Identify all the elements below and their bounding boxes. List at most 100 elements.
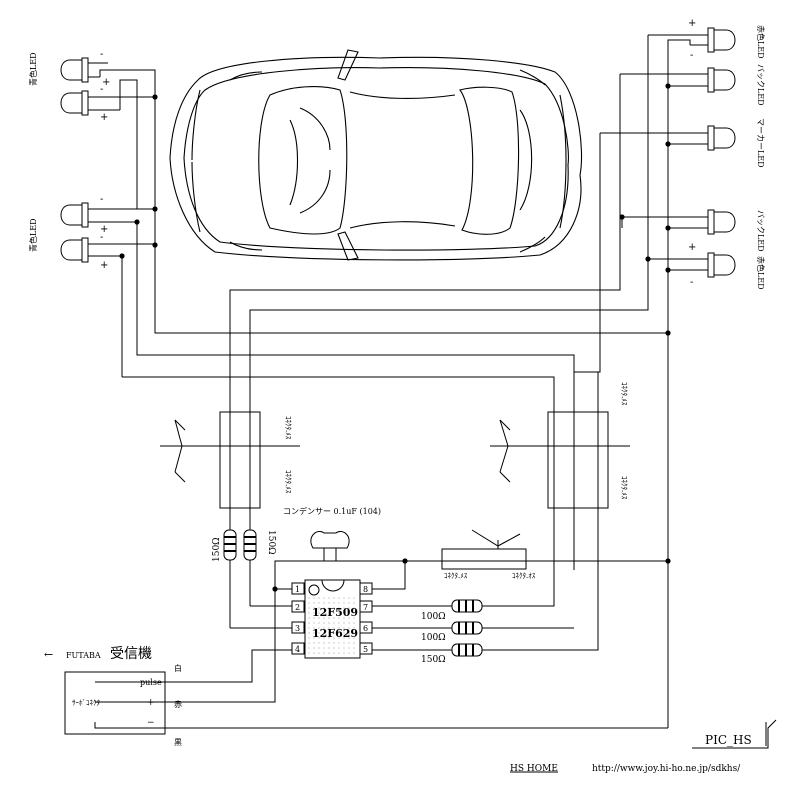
- chip-dot: [338, 602, 340, 604]
- chip-dot: [338, 652, 340, 654]
- wire-black-label: 黒: [174, 738, 182, 747]
- left-led-3: [60, 202, 155, 228]
- chip-dot: [313, 642, 315, 644]
- left-wiring: [99, 69, 668, 607]
- chip-dot: [343, 637, 345, 639]
- right-led-back-bottom: [622, 209, 736, 235]
- right-led-marker: [600, 125, 736, 151]
- chip-dot: [313, 637, 315, 639]
- receiver-title: 受信機: [110, 646, 152, 662]
- chip-dot: [338, 637, 340, 639]
- right-red-top-label: 赤色LED: [756, 25, 766, 59]
- chip-dot: [308, 612, 310, 614]
- right-wiring: [229, 35, 691, 728]
- junction-dots: [119, 83, 671, 592]
- chip-line1: 12F509: [312, 606, 358, 619]
- chip-dot: [323, 612, 325, 614]
- receiver-arrow: ←: [44, 648, 53, 661]
- connector-label-b: ｺﾈｸﾀ.ﾒｽ: [284, 470, 292, 494]
- chip-dot: [328, 612, 330, 614]
- chip-dot: [333, 607, 335, 609]
- chip-dot: [328, 647, 330, 649]
- resistor-pin7: [448, 599, 554, 613]
- connector-label-male: ｺﾈｸﾀ.ｵｽ: [512, 572, 536, 580]
- chip-dot: [338, 597, 340, 599]
- chip-dot: [348, 607, 350, 609]
- chip-dot: [343, 627, 345, 629]
- chip-dot: [348, 652, 350, 654]
- left-led-1: [60, 57, 108, 83]
- chip-dot: [318, 652, 320, 654]
- chip-dot: [333, 612, 335, 614]
- right-led-red-top: [648, 27, 736, 53]
- chip-dot: [308, 602, 310, 604]
- chip-dot: [313, 597, 315, 599]
- resistor-left-a: [223, 508, 237, 628]
- pic-chip: [304, 579, 361, 659]
- chip-dot: [323, 647, 325, 649]
- home-url: http://www.joy.hi-ho.ne.jp/sdkhs/: [592, 764, 741, 774]
- right-back-top-label: バックLED: [756, 64, 765, 106]
- chip-dot: [308, 627, 310, 629]
- chip-dot: [338, 632, 340, 634]
- chip-dot: [333, 647, 335, 649]
- chip-pin-2: 2: [295, 603, 300, 612]
- chip-dot: [343, 647, 345, 649]
- resistor-left-b-label: 150Ω: [266, 530, 276, 555]
- resistor-pin7-label: 100Ω: [421, 612, 446, 622]
- chip-dot: [353, 632, 355, 634]
- chip-dot: [333, 617, 335, 619]
- chip-dot: [318, 607, 320, 609]
- chip-wiring: [94, 588, 668, 729]
- chip-dot: [318, 612, 320, 614]
- chip-dot: [318, 597, 320, 599]
- chip-dot: [333, 602, 335, 604]
- chip-dot: [328, 642, 330, 644]
- chip-dot: [313, 617, 315, 619]
- chip-dot: [318, 617, 320, 619]
- chip-dot: [348, 597, 350, 599]
- chip-pin-4: 4: [295, 645, 300, 654]
- receiver-pulse: pulse: [140, 678, 162, 687]
- right-led5-minus: -: [690, 277, 693, 288]
- chip-dot: [328, 607, 330, 609]
- chip-dot: [318, 627, 320, 629]
- chip-dot: [318, 647, 320, 649]
- capacitor-label: コンデンサー 0.1uF (104): [283, 506, 381, 516]
- chip-dot: [338, 607, 340, 609]
- left-led-4: [60, 237, 155, 263]
- chip-dot: [323, 632, 325, 634]
- chip-dot: [353, 617, 355, 619]
- chip-dot: [348, 632, 350, 634]
- chip-dot: [318, 602, 320, 604]
- left-led-2: [60, 90, 155, 116]
- chip-dot: [353, 642, 355, 644]
- chip-dot: [353, 612, 355, 614]
- chip-dot: [328, 627, 330, 629]
- wire-white-label: 白: [174, 663, 182, 673]
- chip-dot: [343, 597, 345, 599]
- chip-dot: [328, 632, 330, 634]
- chip-dot: [333, 632, 335, 634]
- connector-bottom: [441, 529, 527, 570]
- chip-dot: [328, 602, 330, 604]
- chip-dot: [333, 637, 335, 639]
- chip-dot: [318, 632, 320, 634]
- chip-dot: [333, 642, 335, 644]
- chip-dot: [328, 652, 330, 654]
- chip-dot: [353, 652, 355, 654]
- chip-dot: [343, 617, 345, 619]
- chip-dot: [308, 642, 310, 644]
- right-marker-label: マーカーLED: [756, 118, 765, 168]
- chip-dot: [308, 647, 310, 649]
- receiver-brand: FUTABA: [66, 651, 101, 660]
- chip-pin-8: 8: [363, 585, 368, 594]
- chip-dot: [308, 622, 310, 624]
- right-red-bottom-label: 赤色LED: [756, 256, 766, 290]
- chip-dot: [313, 652, 315, 654]
- chip-dot: [343, 632, 345, 634]
- chip-dot-pattern: [308, 597, 355, 654]
- chip-dot: [318, 622, 320, 624]
- chip-pin-1: 1: [295, 585, 300, 594]
- right-back-bottom-label: バックLED: [756, 210, 765, 252]
